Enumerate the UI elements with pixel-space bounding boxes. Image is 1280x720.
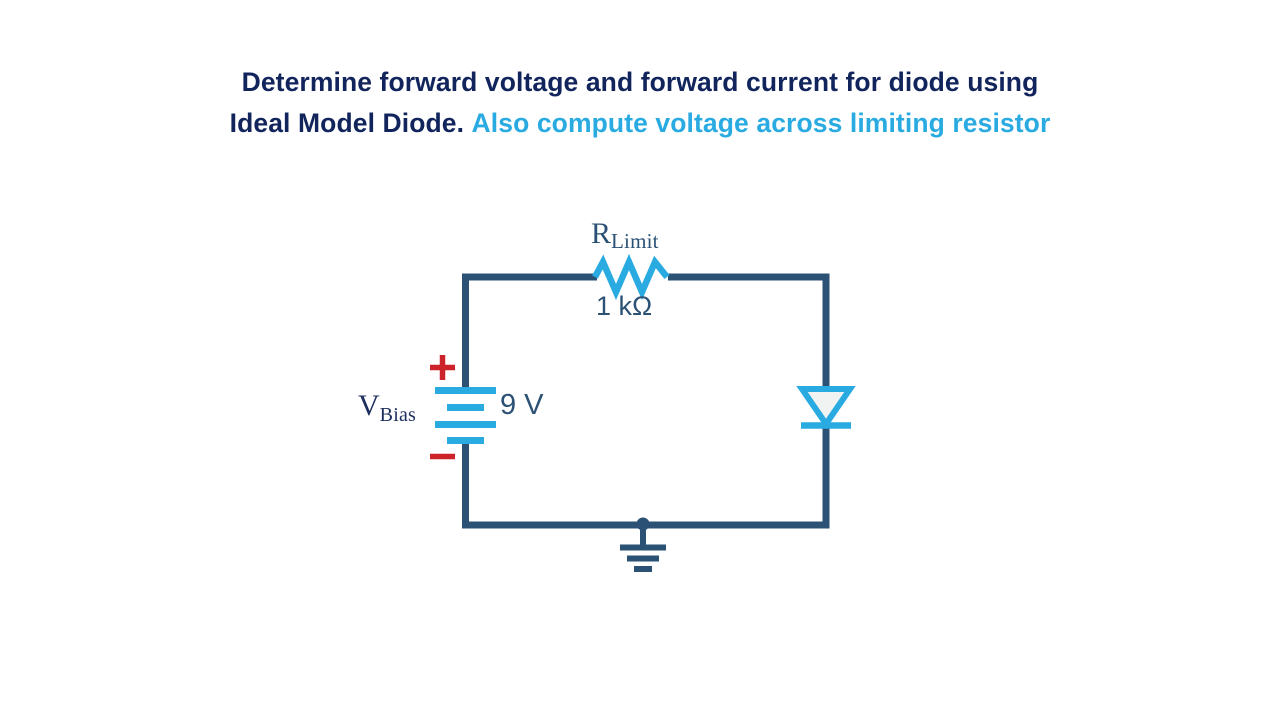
page-title: Determine forward voltage and forward cu… xyxy=(0,62,1280,144)
title-line-2: Ideal Model Diode. Also compute voltage … xyxy=(0,103,1280,144)
diode-triangle xyxy=(796,386,856,430)
title-line-2-cyan-text: Also compute voltage across limiting res… xyxy=(471,108,1051,138)
resistor-value: 1 kΩ xyxy=(596,291,653,321)
resistor-symbol xyxy=(592,253,670,301)
source-designator: VBias xyxy=(358,389,416,426)
title-line-1-text: Determine forward voltage and forward cu… xyxy=(241,67,1039,97)
resistor-designator-base: R xyxy=(591,217,612,250)
source-designator-subscript: Bias xyxy=(379,404,417,426)
source-value: 9 V xyxy=(500,389,544,421)
resistor-designator: RLimit xyxy=(591,217,659,252)
title-line-1: Determine forward voltage and forward cu… xyxy=(0,62,1280,103)
source-designator-base: V xyxy=(358,389,380,422)
ground-symbol xyxy=(620,517,666,572)
polarity-plus-icon xyxy=(430,355,455,380)
title-line-2-dark-text: Ideal Model Diode. xyxy=(229,108,465,138)
resistor-designator-subscript: Limit xyxy=(611,229,659,253)
